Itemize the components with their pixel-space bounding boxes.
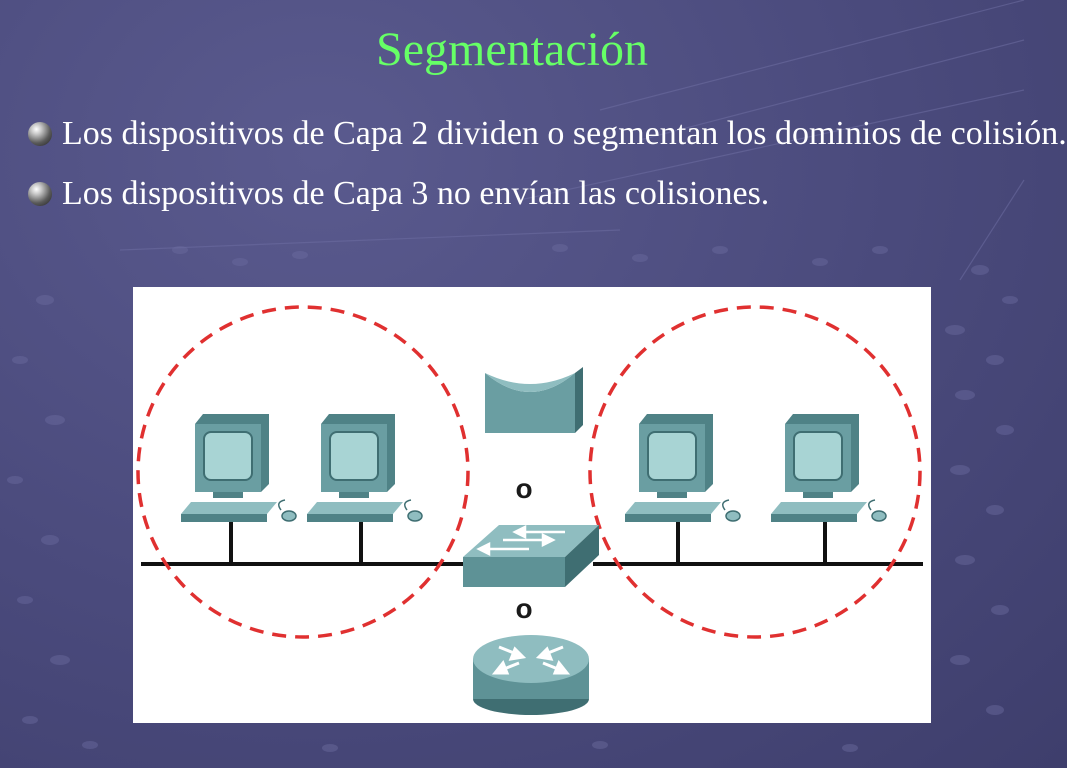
- background-dots: [7, 244, 1018, 752]
- background-decoration: [119, 0, 1025, 281]
- computer-icon: [306, 413, 423, 523]
- bullet-sphere-icon: [28, 122, 52, 146]
- switch-icon: [463, 524, 599, 587]
- bullet-list: Los dispositivos de Capa 2 dividen o seg…: [28, 104, 1067, 224]
- computer-icon: [770, 413, 887, 523]
- slide-title: Segmentación: [376, 23, 648, 76]
- bridge-icon: [485, 367, 583, 433]
- or-label-top: o: [515, 473, 533, 504]
- network-diagram: o o: [133, 287, 931, 723]
- slide-background: [7, 0, 1025, 752]
- collision-domain-left: [136, 305, 470, 639]
- collision-domain-right: [588, 305, 922, 639]
- bullet-text: Los dispositivos de Capa 3 no envían las…: [62, 175, 770, 212]
- bullet-text: Los dispositivos de Capa 2 dividen o seg…: [62, 115, 1067, 152]
- computer-icon: [180, 413, 297, 523]
- network-diagram-svg: [136, 305, 923, 715]
- bullet-item: Los dispositivos de Capa 3 no envían las…: [28, 164, 1024, 224]
- bullet-sphere-icon: [28, 182, 52, 206]
- computer-icon: [624, 413, 741, 523]
- or-label-bottom: o: [515, 593, 533, 624]
- router-icon: [473, 635, 589, 715]
- bullet-item: Los dispositivos de Capa 2 dividen o seg…: [28, 104, 1067, 164]
